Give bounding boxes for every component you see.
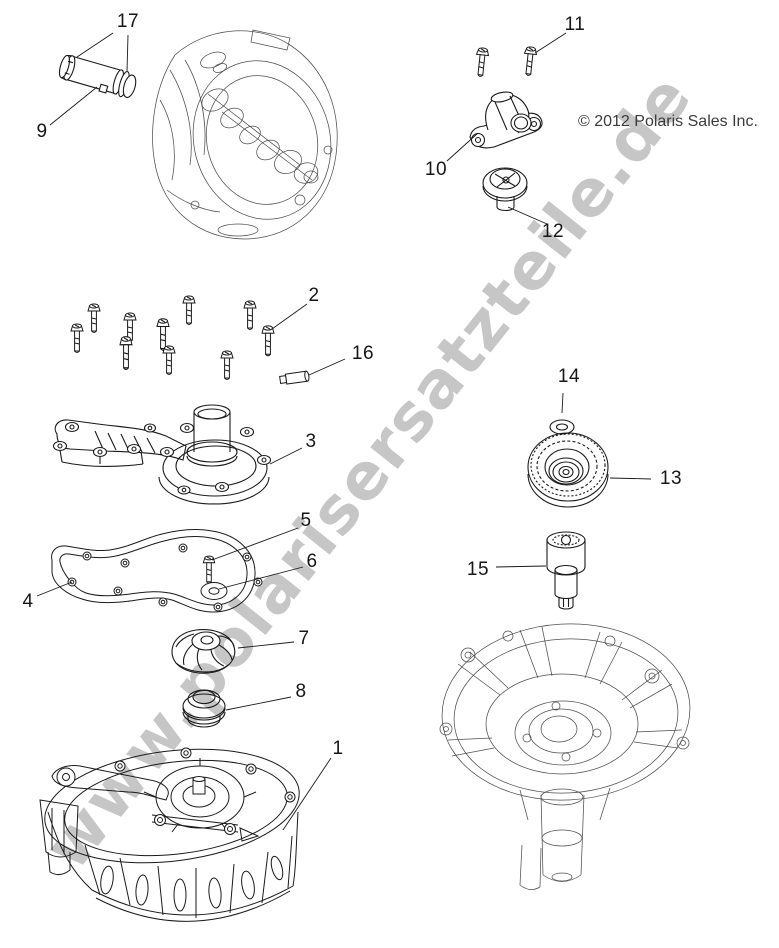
callout-14: 14 xyxy=(557,366,581,387)
callout-5: 5 xyxy=(300,510,312,531)
callout-11: 11 xyxy=(564,14,586,35)
callout-6: 6 xyxy=(306,551,318,572)
part-6-hole-drawing xyxy=(200,582,228,600)
callout-3: 3 xyxy=(305,431,317,452)
callout-15: 15 xyxy=(466,559,490,580)
part-2-bolts-drawing xyxy=(70,295,275,380)
callout-2: 2 xyxy=(308,285,320,306)
part-7-impeller-drawing xyxy=(171,629,236,674)
callout-9: 9 xyxy=(36,121,48,142)
part-14-washer-drawing xyxy=(549,419,575,435)
watermark-text: www.polarisersatzteile.de xyxy=(31,60,707,883)
callout-12: 12 xyxy=(541,221,565,242)
callout-7: 7 xyxy=(298,628,310,649)
part-12-thermostat-drawing xyxy=(482,167,528,212)
callout-4: 4 xyxy=(22,591,34,612)
part-8-seal-drawing xyxy=(182,689,226,728)
part-4-gasket-drawing xyxy=(51,529,263,613)
part-10-thermostat-housing-drawing xyxy=(469,91,543,149)
part-13-gear-drawing xyxy=(527,432,609,508)
part-5-bolt-drawing xyxy=(202,555,216,584)
copyright-notice: © 2012 Polaris Sales Inc. xyxy=(578,113,758,130)
part-9-plug-drawing xyxy=(58,54,137,98)
part-11-bolts-drawing xyxy=(473,45,538,78)
callout-17: 17 xyxy=(116,11,140,32)
part-1-housing-drawing xyxy=(39,747,300,922)
part-15-shaft-drawing xyxy=(546,531,586,610)
part-3-pump-cover-drawing xyxy=(52,404,272,505)
leader-lines xyxy=(36,32,652,831)
callout-1: 1 xyxy=(332,738,344,759)
callout-16: 16 xyxy=(351,343,375,364)
part-16-pin-drawing xyxy=(279,370,310,385)
callout-10: 10 xyxy=(424,159,448,180)
callout-13: 13 xyxy=(659,468,683,489)
reference-inner-cover-drawing xyxy=(439,623,691,890)
callout-8: 8 xyxy=(295,681,307,702)
reference-clutch-drawing xyxy=(152,29,338,240)
